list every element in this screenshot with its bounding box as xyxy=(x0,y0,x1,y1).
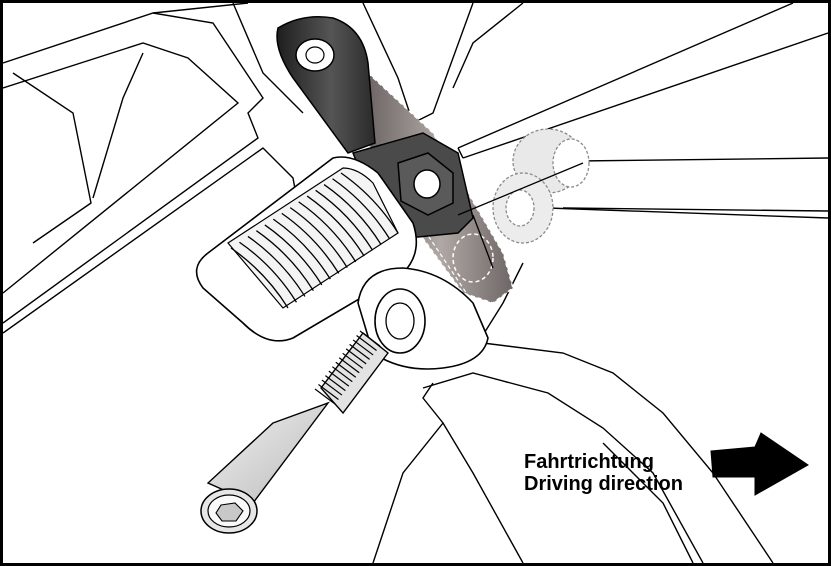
bolt-thread xyxy=(318,384,339,401)
caption-english: Driving direction xyxy=(524,473,683,495)
frame-bracket xyxy=(3,3,304,334)
frame-upper-right xyxy=(362,3,828,219)
bolt-thread xyxy=(331,366,353,383)
footpeg-rib xyxy=(306,195,365,257)
bolt-thread xyxy=(356,334,377,351)
bolt-threads xyxy=(314,330,381,405)
footpeg-rib xyxy=(281,212,340,274)
footpeg-rib xyxy=(264,224,323,286)
footpeg-rib xyxy=(323,184,382,245)
footpeg-rib xyxy=(239,241,298,303)
washers xyxy=(457,128,590,269)
right-arrow-icon xyxy=(710,432,809,496)
bolt-thread xyxy=(342,352,364,369)
bolt-thread xyxy=(328,370,350,387)
bolt-thread xyxy=(349,343,370,360)
diagram-drawing xyxy=(3,3,828,563)
footpeg-rib xyxy=(340,172,399,234)
footpeg-rib xyxy=(230,247,289,309)
bolt-thread xyxy=(345,348,367,365)
bolt-thread xyxy=(335,361,357,378)
pivot-cylinder xyxy=(357,267,489,370)
bolt-thread xyxy=(359,330,381,347)
frame-lower xyxy=(372,262,774,563)
footpeg-rib xyxy=(247,235,306,297)
footpeg-rib xyxy=(256,230,314,292)
footpeg-ribs xyxy=(230,172,399,309)
footpeg-rib xyxy=(332,178,391,240)
bolt-thread xyxy=(325,375,346,392)
bolt-thread xyxy=(352,339,374,356)
footpeg-rib xyxy=(298,201,357,263)
footpeg-rib xyxy=(272,218,331,280)
footpeg-rib xyxy=(315,189,374,251)
footpeg-rib xyxy=(289,207,348,268)
bolt xyxy=(200,332,389,534)
bolt-thread xyxy=(321,379,343,396)
driving-direction-caption: Fahrtrichtung Driving direction xyxy=(524,451,683,495)
caption-german: Fahrtrichtung xyxy=(524,451,654,473)
bolt-thread xyxy=(314,388,336,405)
bolt-thread xyxy=(338,357,360,374)
